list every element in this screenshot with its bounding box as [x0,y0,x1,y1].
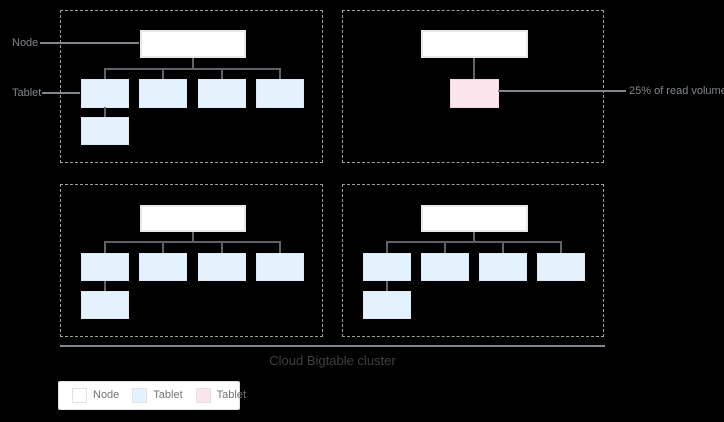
legend-label: Tablet [216,389,247,401]
cluster-line [60,345,605,347]
read-volume-annotation: 25% of read volume [629,85,724,97]
legend-label: Tablet [153,389,183,401]
connector [104,107,106,117]
tablet-box [256,253,304,281]
node-zone-2 [342,10,604,163]
connector [560,241,562,253]
node-pointer-line [40,42,139,44]
node-box [140,30,246,58]
connector [221,68,223,79]
tablet-box [139,79,187,108]
connector [473,232,475,242]
node-pointer-label: Node [12,37,39,49]
connector [104,68,280,70]
hot-tablet-box [450,79,499,108]
hot-tablet-swatch [195,388,211,403]
connector [104,241,280,243]
tablet-box [81,79,129,108]
connector [162,241,164,253]
connector [386,281,388,291]
connector [192,232,194,242]
connector [104,281,106,291]
tablet-box [81,117,129,145]
legend-item-tablet: Tablet [132,388,183,403]
connector [162,68,164,79]
connector [444,241,446,253]
tablet-box [363,253,411,281]
connector [279,241,281,253]
node-swatch [72,388,87,403]
node-box [421,30,528,58]
connector [221,241,223,253]
tablet-pointer-line [42,92,80,94]
tablet-box [421,253,469,281]
tablet-box [363,291,411,319]
connector [104,241,106,253]
connector [104,68,106,79]
node-box [421,205,528,232]
tablet-box [198,253,246,281]
connector [386,241,562,243]
legend-item-hot-tablet: Tablet [195,388,247,403]
annotation-line [498,90,626,92]
tablet-box [256,79,304,108]
connector [473,58,475,79]
tablet-swatch [132,388,148,403]
tablet-box [537,253,585,281]
connector [192,58,194,69]
node-zone-1 [60,10,323,163]
connector [502,241,504,253]
tablet-box [479,253,527,281]
node-zone-3 [60,184,323,337]
legend: Node Tablet Tablet [58,381,246,410]
cluster-title: Cloud Bigtable cluster [269,353,396,368]
tablet-box [81,253,129,281]
tablet-box [81,291,129,319]
legend-label: Node [93,389,120,401]
node-zone-4 [342,184,604,337]
tablet-box [139,253,187,281]
tablet-pointer-label: Tablet [12,87,42,99]
tablet-box [198,79,246,108]
legend-item-node: Node [72,388,119,403]
node-box [140,205,246,232]
connector [386,241,388,253]
connector [279,68,281,79]
